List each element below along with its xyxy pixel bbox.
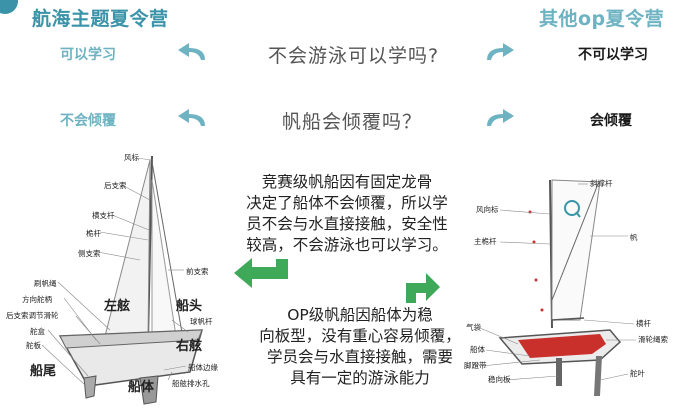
label-bow: 船头 (176, 299, 203, 314)
label-backstay: 后支索 (104, 181, 127, 190)
label-air-bag: 气袋 (466, 323, 481, 332)
back-arrow-icon (175, 40, 209, 66)
forward-arrow-icon (483, 106, 517, 132)
label-sprit: 斜撑杆 (590, 179, 613, 188)
left-answer-2: 不会倾覆 (60, 113, 116, 129)
green-right-arrow-icon (402, 267, 442, 309)
label-centreboard: 稳向板 (488, 375, 511, 384)
label-main-mast: 主桅杆 (474, 237, 497, 246)
corner-circle (0, 0, 18, 14)
right-answer-1: 不可以学习 (578, 47, 648, 63)
label-starboard: 右舷 (176, 339, 203, 354)
right-answer-2: 会倾覆 (590, 113, 632, 129)
label-gunwale: 船体边缘 (188, 363, 218, 372)
op-dinghy-illustration (479, 179, 636, 396)
right-title: 其他op夏令营 (539, 8, 665, 30)
label-dinghy-hull: 船体 (470, 345, 485, 354)
label-boom: 横杆 (636, 319, 651, 328)
question-2: 帆船会倾覆吗？ (282, 111, 423, 133)
label-tiller: 方向舵柄 (22, 295, 52, 304)
label-wind-vane: 风标 (124, 153, 139, 162)
label-scupper: 船舷排水孔 (172, 379, 210, 388)
label-rudder-blade: 舵板 (26, 341, 41, 350)
label-sheet: 刷帆绳 (34, 279, 57, 288)
label-pulley-rope: 滑轮绳索 (638, 335, 668, 344)
paragraph-op-boat: OP级帆船因船体为稳 向板型，没有重心容易倾覆， 学员会与水直接接触，需要 具有… (259, 306, 461, 387)
keelboat-diagram: 风标 后支索 横支杆 桅杆 侧支索 前支索 刷帆绳 方向舵柄 后支索调节滑轮 舵… (0, 140, 232, 420)
op-dinghy-diagram: 斜撑杆 风向标 主桅杆 帆 横杆 滑轮绳索 气袋 船体 脚蹬带 稳向板 舵叶 (460, 160, 700, 420)
label-spreader: 横支杆 (92, 211, 115, 220)
label-mast: 桅杆 (86, 229, 101, 238)
label-stern: 船尾 (30, 364, 57, 379)
paragraph-keelboat: 竞赛级帆船因有固定龙骨 决定了船体不会倾覆，所以学 员不会与水直接接触，安全性 … (246, 173, 448, 254)
left-answer-1: 可以学习 (60, 47, 116, 63)
label-port: 左舷 (104, 299, 131, 314)
label-sail: 帆 (630, 233, 638, 242)
label-forestay: 前支索 (186, 267, 209, 276)
back-arrow-icon (175, 106, 209, 132)
label-rudder-box: 舵盒 (30, 327, 45, 336)
label-spinnaker-pole: 球帆杆 (190, 317, 213, 326)
keelboat-illustration (41, 155, 204, 405)
label-rudder: 舵叶 (630, 369, 645, 378)
left-title: 航海主题夏令营 (32, 8, 169, 30)
label-hull: 船体 (128, 380, 155, 395)
forward-arrow-icon (483, 40, 517, 66)
label-wind-indicator: 风向标 (476, 205, 499, 214)
label-hiking-strap: 脚蹬带 (464, 361, 487, 370)
question-1: 不会游泳可以学吗? (268, 45, 440, 67)
label-backstay-pulley: 后支索调节滑轮 (6, 311, 59, 320)
green-left-arrow-icon (232, 255, 292, 295)
label-shroud: 侧支索 (78, 249, 101, 258)
